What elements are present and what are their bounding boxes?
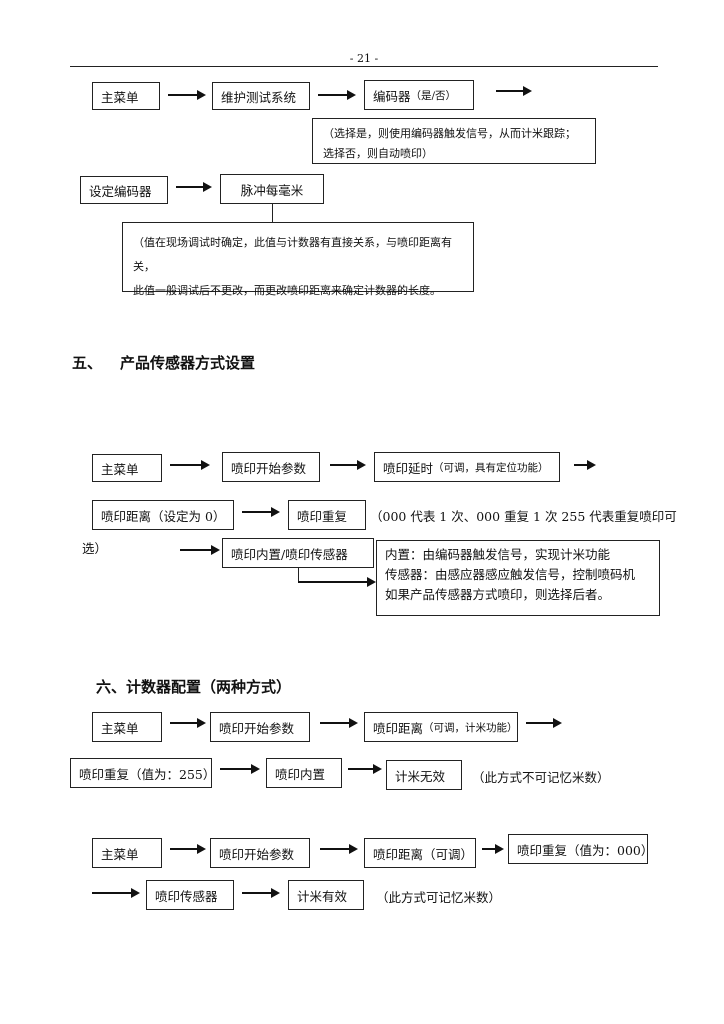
encoder-explanation-note: （选择是，则使用编码器触发信号，从而计米跟踪；选择否，则自动喷印）	[312, 118, 596, 164]
right-arrow-icon	[482, 844, 504, 854]
counter-invalid-note: （此方式不可记忆米数）	[472, 770, 610, 785]
page-number: - 21 -	[349, 52, 379, 65]
note-line: 如果产品传感器方式喷印，则选择后者。	[385, 587, 611, 602]
right-arrow-icon	[220, 764, 260, 774]
print-delay-label: 喷印延时	[383, 460, 434, 476]
print-delay-note: （可调，具有定位功能）	[433, 461, 549, 474]
flow-box-print-distance-adjustable: 喷印距离（可调）	[364, 838, 476, 868]
note-line: （值在现场调试时确定，此值与计数器有直接关系，与喷印距离有关，	[133, 236, 452, 273]
counter-valid-note: （此方式可记忆米数）	[376, 890, 502, 905]
note-line: 此值一般调试后不更改，而更改喷印距离来确定计数器的长度。	[133, 284, 441, 297]
flow-box-pulses-per-mm: 脉冲每毫米	[220, 174, 324, 204]
flow-box-print-distance: 喷印距离（可调，计米功能）	[364, 712, 518, 742]
right-arrow-icon	[170, 718, 206, 728]
section-5-heading: 产品传感器方式设置	[120, 354, 256, 372]
flow-box-main-menu: 主菜单	[92, 712, 162, 742]
right-arrow-icon	[242, 507, 280, 517]
print-repeat-explanation-wrap: 选）	[82, 541, 108, 556]
right-arrow-icon	[242, 888, 280, 898]
right-arrow-icon	[320, 844, 358, 854]
right-arrow-icon	[170, 460, 210, 470]
connector-line	[272, 204, 273, 222]
flow-box-counter-invalid: 计米无效	[386, 760, 462, 790]
right-arrow-icon	[496, 86, 532, 96]
right-arrow-icon	[574, 460, 596, 470]
flow-box-print-internal: 喷印内置	[266, 758, 342, 788]
right-arrow-icon	[320, 718, 358, 728]
right-arrow-icon	[298, 577, 376, 587]
encoder-note: （是/否）	[410, 89, 457, 102]
note-line: 传感器：由感应器感应触发信号，控制喷码机	[385, 567, 636, 582]
note-line: 内置：由编码器触发信号，实现计米功能	[385, 547, 611, 562]
flow-box-main-menu: 主菜单	[92, 82, 160, 110]
right-arrow-icon	[526, 718, 562, 728]
right-arrow-icon	[168, 90, 206, 100]
flow-box-print-start-params: 喷印开始参数	[210, 838, 310, 868]
flow-box-print-repeat-000: 喷印重复（值为：000）	[508, 834, 653, 864]
flow-box-main-menu: 主菜单	[92, 454, 162, 482]
flow-box-print-start-params: 喷印开始参数	[222, 452, 320, 482]
flow-box-encoder: 编码器（是/否）	[364, 80, 474, 110]
right-arrow-icon	[330, 460, 366, 470]
header-rule	[70, 66, 658, 67]
flow-box-print-repeat: 喷印重复	[288, 500, 366, 530]
pulses-explanation-note: （值在现场调试时确定，此值与计数器有直接关系，与喷印距离有关， 此值一般调试后不…	[122, 222, 474, 297]
flow-box-internal-or-sensor: 喷印内置/喷印传感器	[222, 538, 374, 568]
flow-box-set-encoder: 设定编码器	[80, 176, 168, 204]
flow-box-counter-valid: 计米有效	[288, 880, 364, 910]
flow-box-print-distance: 喷印距离（设定为 0）	[92, 500, 234, 530]
right-arrow-icon	[180, 545, 220, 555]
print-distance-label: 喷印距离	[373, 720, 424, 736]
connector-line	[298, 568, 299, 582]
flow-box-print-delay: 喷印延时（可调，具有定位功能）	[374, 452, 560, 482]
sensor-explanation-note: 内置：由编码器触发信号，实现计米功能 传感器：由感应器感应触发信号，控制喷码机 …	[376, 540, 660, 616]
section-6-heading: 六、计数器配置（两种方式）	[96, 678, 292, 696]
right-arrow-icon	[348, 764, 382, 774]
print-distance-note: （可调，计米功能）	[423, 721, 518, 734]
flow-box-print-repeat-255: 喷印重复（值为：255）	[70, 758, 215, 788]
right-arrow-icon	[176, 182, 212, 192]
flow-box-maintenance-test: 维护测试系统	[212, 82, 310, 110]
right-arrow-icon	[318, 90, 356, 100]
section-5-number: 五、	[72, 354, 103, 372]
right-arrow-icon	[170, 844, 206, 854]
flow-box-print-start-params: 喷印开始参数	[210, 712, 310, 742]
flow-box-main-menu: 主菜单	[92, 838, 162, 868]
print-repeat-explanation: （000 代表 1 次、000 重复 1 次 255 代表重复喷印可	[370, 509, 677, 524]
flow-box-print-sensor: 喷印传感器	[146, 880, 234, 910]
encoder-label: 编码器	[373, 88, 411, 104]
right-arrow-icon	[92, 888, 140, 898]
